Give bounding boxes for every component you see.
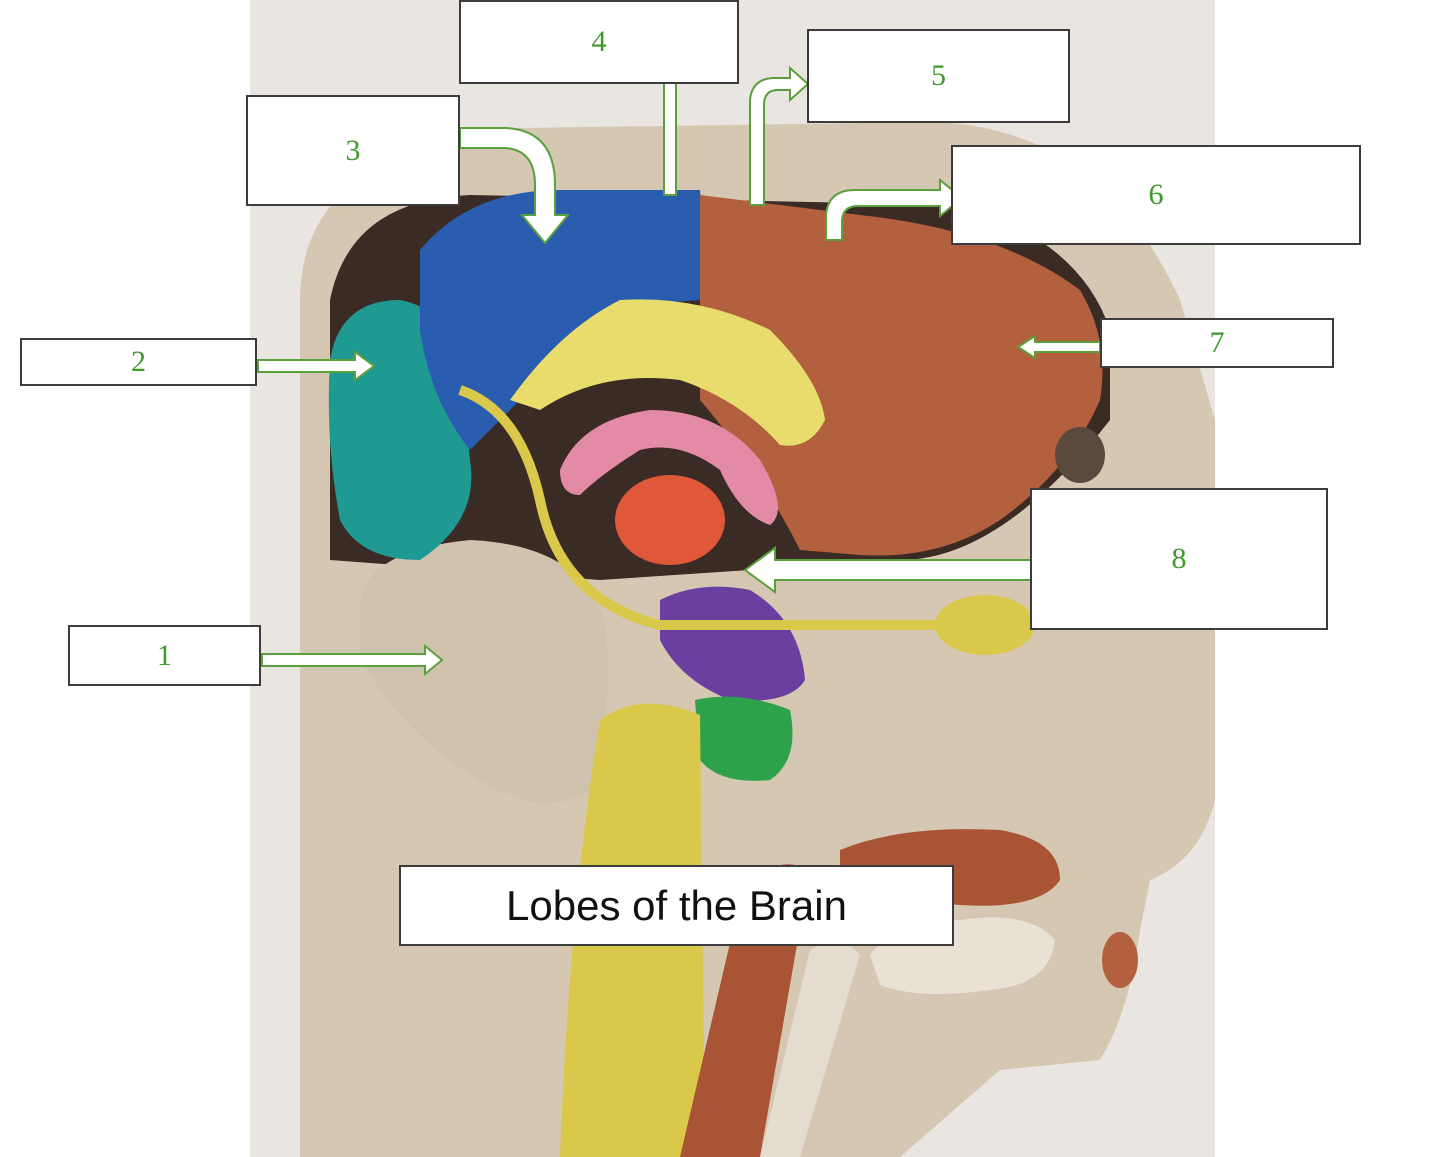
- frontal-lobe: [700, 195, 1103, 556]
- cerebellum: [360, 540, 608, 804]
- diagram-title-box: Lobes of the Brain: [399, 865, 954, 946]
- label-box-4: 4: [459, 0, 739, 84]
- label-box-2: 2: [20, 338, 257, 386]
- label-number-7: 7: [1209, 326, 1225, 359]
- olfactory-bulb: [935, 595, 1035, 655]
- label-number-3: 3: [345, 133, 361, 167]
- label-box-6: 6: [951, 145, 1361, 245]
- arrow-5: [749, 65, 810, 206]
- fornix: [560, 410, 778, 525]
- lip: [1102, 932, 1138, 988]
- label-box-3: 3: [246, 95, 460, 206]
- label-box-1: 1: [68, 625, 261, 686]
- trachea: [760, 941, 860, 1157]
- label-number-8: 8: [1171, 542, 1187, 575]
- label-number-4: 4: [591, 25, 607, 58]
- thalamus: [615, 475, 725, 565]
- corpus-callosum: [510, 299, 825, 446]
- label-number-1: 1: [157, 638, 172, 672]
- label-box-8: 8: [1030, 488, 1328, 630]
- parietal-lobe: [420, 190, 710, 450]
- label-box-7: 7: [1100, 318, 1334, 368]
- label-number-6: 6: [1148, 178, 1164, 211]
- arrow-8: [743, 546, 1041, 594]
- diagram-title: Lobes of the Brain: [506, 881, 847, 929]
- arrow-3: [459, 127, 571, 245]
- label-number-5: 5: [931, 59, 946, 92]
- model-peg-hole: [1055, 427, 1105, 483]
- pons: [660, 586, 805, 701]
- medulla: [695, 696, 793, 781]
- arrow-1: [261, 643, 444, 677]
- olfactory-tract: [458, 385, 950, 630]
- arrow-2: [257, 350, 376, 382]
- label-number-2: 2: [131, 345, 146, 378]
- label-box-5: 5: [807, 29, 1070, 123]
- arrow-7: [1016, 334, 1101, 360]
